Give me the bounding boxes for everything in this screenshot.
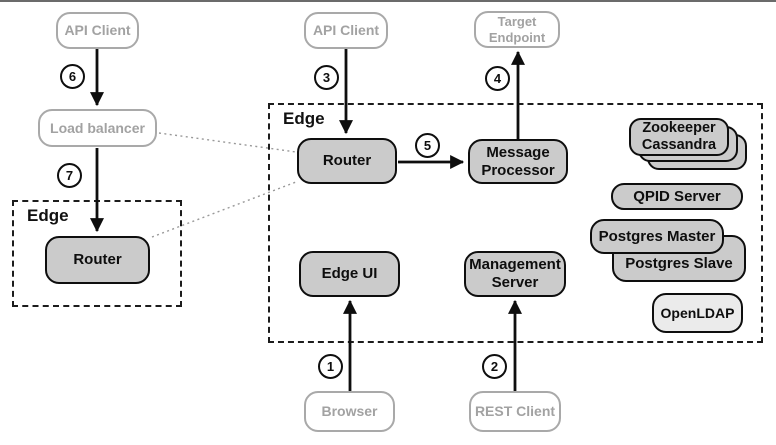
node-load-balancer-label: Load balancer [50,119,145,136]
node-api-client-mid-label: API Client [312,22,380,38]
step-circle-2: 2 [482,354,507,379]
node-rest-client-label: REST Client [474,403,556,419]
step-5-label: 5 [423,138,432,153]
step-2-label: 2 [490,359,499,374]
node-qpid-server: QPID Server [611,183,743,210]
step-4-label: 4 [493,71,502,86]
node-cassandra-label: Cassandra [641,137,717,153]
dotted-link-loadbalancer-to-main-router [158,132,297,153]
node-rest-client: REST Client [469,391,561,432]
node-zookeeper-cassandra: Zookeeper Cassandra [629,118,729,156]
node-api-client-mid: API Client [304,12,388,49]
node-postgres-slave-label: Postgres Slave [625,255,733,272]
node-postgres-master-label: Postgres Master [598,227,716,245]
step-3-label: 3 [322,70,331,85]
node-openldap: OpenLDAP [652,293,743,333]
node-message-processor: Message Processor [468,139,568,184]
step-circle-7: 7 [57,163,82,188]
node-router-left-label: Router [73,251,122,268]
edge-group-main-label: Edge [283,109,325,128]
node-router-main-label: Router [322,152,372,169]
edge-group-left-label: Edge [27,206,69,225]
step-circle-4: 4 [485,66,510,91]
node-target-endpoint: Target Endpoint [474,11,560,48]
node-openldap-label: OpenLDAP [660,305,735,321]
step-1-label: 1 [326,359,335,374]
node-router-left: Router [45,236,150,284]
node-management-server-label: Management Server [469,256,561,291]
node-postgres-master: Postgres Master [590,219,724,254]
node-edge-ui: Edge UI [299,251,400,297]
node-load-balancer: Load balancer [38,109,157,147]
step-6-label: 6 [68,69,77,84]
node-browser: Browser [304,391,395,432]
step-7-label: 7 [65,168,74,183]
node-api-client-left: API Client [56,12,139,49]
node-browser-label: Browser [321,403,378,419]
step-circle-1: 1 [318,354,343,379]
step-circle-3: 3 [314,65,339,90]
node-edge-ui-label: Edge UI [321,265,378,282]
node-target-endpoint-label: Target Endpoint [488,13,546,45]
step-circle-6: 6 [60,64,85,89]
node-management-server: Management Server [464,251,566,297]
node-api-client-left-label: API Client [64,22,131,38]
node-zookeeper-label: Zookeeper [642,120,716,136]
node-message-processor-label: Message Processor [481,143,555,179]
node-router-main: Router [297,138,397,184]
node-qpid-server-label: QPID Server [633,187,721,205]
step-circle-5: 5 [415,133,440,158]
dotted-link-left-router-to-main-router [151,181,297,238]
top-border-line [0,0,776,2]
